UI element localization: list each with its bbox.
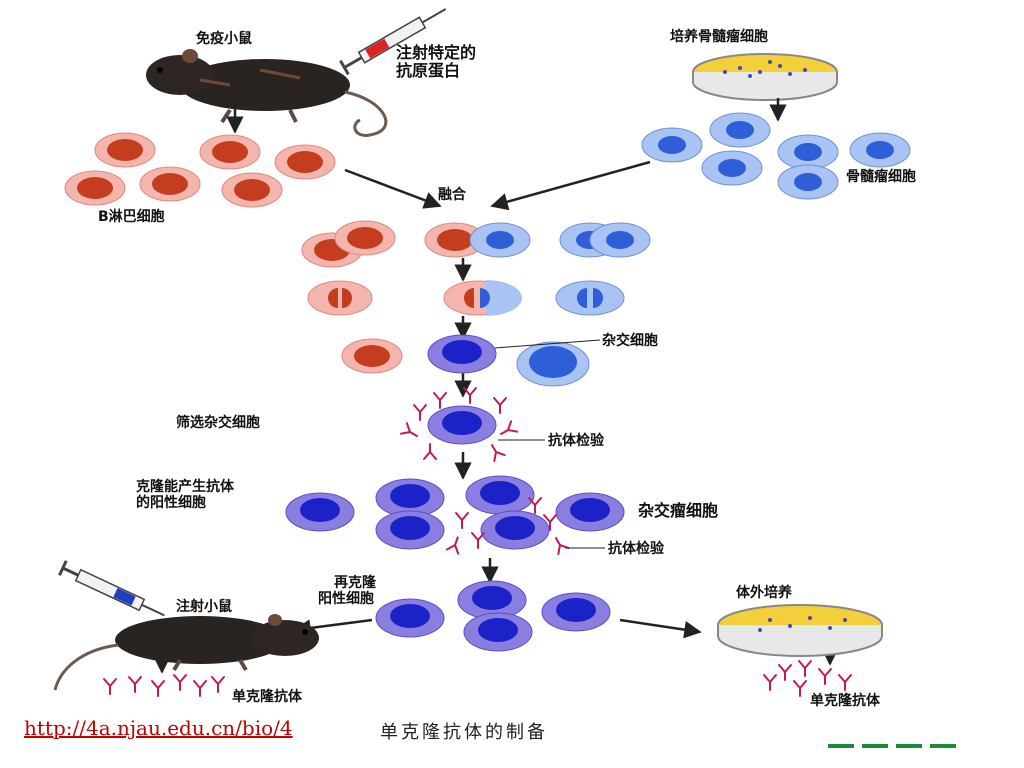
label-reclone-1: 再克隆 <box>334 575 376 591</box>
label-immunized-mouse: 免疫小鼠 <box>196 31 252 47</box>
label-inject-antigen-1: 注射特定的 <box>396 43 477 62</box>
label-in-vitro-culture: 体外培养 <box>736 585 792 601</box>
immunized-mouse-image <box>146 49 388 137</box>
culture-dish-icon <box>692 53 838 101</box>
source-url-link[interactable]: http://4a.njau.edu.cn/bio/4 <box>24 716 293 740</box>
label-b-lymphocyte: B淋巴细胞 <box>98 209 165 225</box>
figure-caption: 单克隆抗体的制备 <box>380 722 548 743</box>
label-screen-hybrid: 筛选杂交细胞 <box>176 415 260 431</box>
label-inject-mouse: 注射小鼠 <box>176 599 232 615</box>
hybridoma-cluster <box>285 475 625 556</box>
syringe-icon <box>339 8 447 76</box>
label-clone-positive-1: 克隆能产生抗体 <box>136 479 234 495</box>
label-inject-antigen-2: 抗原蛋白 <box>396 61 461 80</box>
fusion-cells-row <box>301 220 651 268</box>
label-mab-right: 单克隆抗体 <box>810 693 880 709</box>
antibodies-left <box>103 674 225 697</box>
screening-hybrid-cell <box>399 387 545 463</box>
label-clone-positive-2: 的阳性细胞 <box>136 495 206 511</box>
nav-bar-2[interactable] <box>862 744 888 748</box>
label-myeloma-cell: 骨髓瘤细胞 <box>846 169 916 185</box>
label-fusion: 融合 <box>438 187 466 203</box>
label-antibody-test-1: 抗体检验 <box>548 433 604 449</box>
injected-mouse-image <box>53 614 319 691</box>
nav-bar-1[interactable] <box>828 744 854 748</box>
culture-dish-bottom-icon <box>717 604 883 657</box>
label-mab-left: 单克隆抗体 <box>232 689 302 705</box>
recloned-cells <box>375 580 611 652</box>
b-lymphocyte-cells <box>64 132 336 208</box>
label-hybridoma: 杂交瘤细胞 <box>638 501 719 520</box>
label-culture-myeloma: 培养骨髓瘤细胞 <box>670 29 768 45</box>
hybrid-cells-row <box>341 334 601 387</box>
nav-bar-3[interactable] <box>896 744 922 748</box>
process-arrows <box>153 98 839 674</box>
label-hybrid-cell: 杂交细胞 <box>602 333 658 349</box>
fused-cells-row <box>307 280 625 316</box>
label-reclone-2: 阳性细胞 <box>318 591 374 607</box>
label-antibody-test-2: 抗体检验 <box>608 541 664 557</box>
antibodies-right <box>763 660 852 697</box>
syringe-icon-bottom <box>58 560 165 617</box>
myeloma-cells <box>641 112 911 200</box>
nav-bar-4[interactable] <box>930 744 956 748</box>
